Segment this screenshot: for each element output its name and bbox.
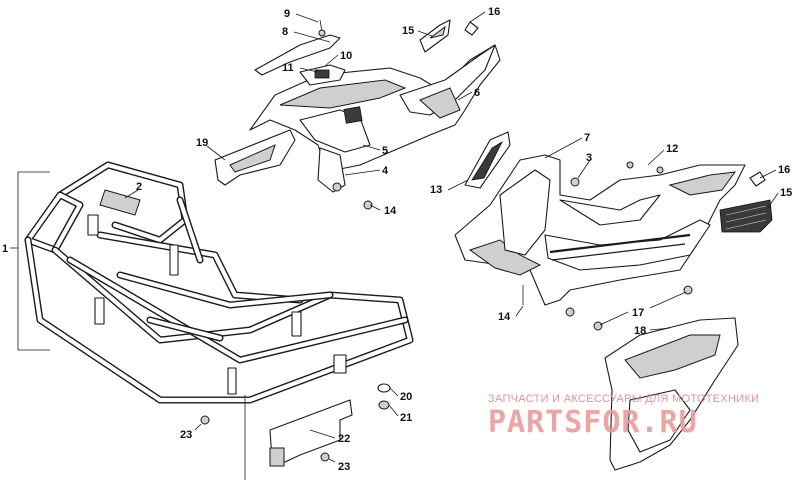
callout-21: 21 — [400, 412, 412, 424]
callout-23a: 23 — [180, 429, 192, 441]
rack-decal — [99, 189, 141, 216]
callout-18: 18 — [634, 325, 646, 337]
callout-7: 7 — [584, 132, 590, 144]
callout-10: 10 — [340, 50, 352, 62]
handle-bar — [254, 19, 341, 76]
callout-19: 19 — [196, 137, 208, 149]
callout-16b: 16 — [778, 164, 790, 176]
callout-12: 12 — [666, 143, 678, 155]
bolts — [194, 415, 336, 463]
callout-9: 9 — [284, 8, 290, 20]
callout-20: 20 — [400, 391, 412, 403]
callout-15a: 15 — [402, 25, 414, 37]
mount-bracket — [269, 399, 353, 467]
leader-lines — [206, 11, 779, 331]
front-fender-assembly — [249, 44, 501, 193]
screw-14a — [363, 200, 373, 210]
callout-11: 11 — [282, 62, 294, 74]
callout-14a: 14 — [384, 205, 397, 217]
callout-17: 17 — [632, 307, 644, 319]
callout-1: 1 — [2, 243, 8, 255]
side-body-panel — [454, 154, 773, 331]
callout-13: 13 — [430, 184, 442, 196]
washer-nut — [377, 383, 399, 417]
callout-14b: 14 — [498, 311, 511, 323]
top-panels — [419, 19, 479, 53]
front-rack — [10, 161, 414, 480]
watermark-logo: PARTSFOR.RU — [488, 405, 698, 440]
callout-15b: 15 — [780, 187, 792, 199]
side-bracket — [214, 129, 296, 186]
callout-4: 4 — [382, 165, 389, 177]
mud-guard — [604, 317, 739, 471]
callout-8: 8 — [282, 26, 288, 38]
callout-22: 22 — [338, 433, 350, 445]
callout-2: 2 — [136, 181, 142, 193]
watermark-tagline: ЗАПЧАСТИ И АКСЕССУАРЫ ДЛЯ МОТОТЕХНИКИ — [488, 393, 759, 405]
callout-16a: 16 — [488, 6, 500, 18]
callout-labels: 1 2 3 4 5 6 7 8 9 10 11 12 13 14 14 15 1… — [2, 6, 792, 473]
callout-3: 3 — [586, 152, 592, 164]
callout-23b: 23 — [338, 461, 350, 473]
watermark: ЗАПЧАСТИ И АКСЕССУАРЫ ДЛЯ МОТОТЕХНИКИ PA… — [488, 393, 759, 440]
reflector-light — [464, 131, 511, 189]
callout-6: 6 — [474, 87, 480, 99]
callout-5: 5 — [382, 145, 388, 157]
